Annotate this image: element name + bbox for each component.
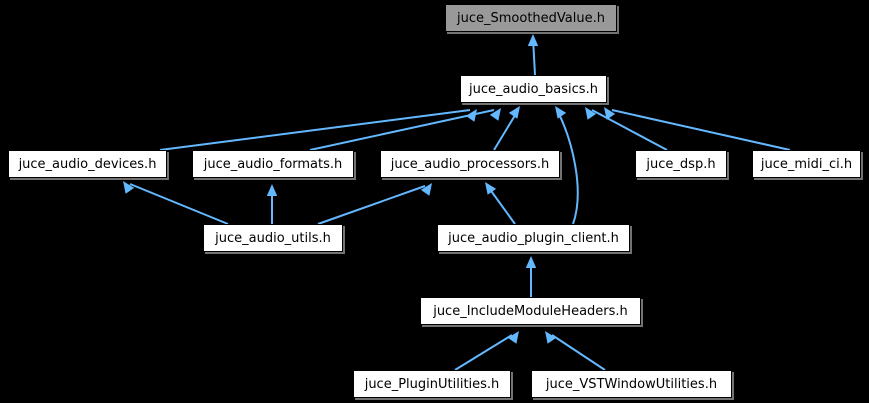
node-label-audio_devices: juce_audio_devices.h xyxy=(18,156,157,172)
edge-midi_ci-to-audio_basics xyxy=(604,107,791,151)
edge-dsp-to-audio_basics xyxy=(585,107,668,151)
node-audio_formats[interactable]: juce_audio_formats.h xyxy=(192,150,354,178)
edge-audio_formats-to-audio_basics xyxy=(309,108,501,151)
node-dsp[interactable]: juce_dsp.h xyxy=(635,150,727,178)
edge-include_module_headers-to-audio_plugin_client xyxy=(525,256,537,297)
node-audio_basics[interactable]: juce_audio_basics.h xyxy=(460,75,607,103)
edge-audio_utils-to-audio_devices xyxy=(123,181,229,225)
node-label-include_module_headers: juce_IncludeModuleHeaders.h xyxy=(433,303,628,319)
edge-audio_devices-to-audio_basics xyxy=(159,109,477,151)
node-label-audio_utils: juce_audio_utils.h xyxy=(215,230,331,246)
edge-audio_utils-to-audio_processors xyxy=(317,183,432,225)
edge-audio_utils-to-audio_formats xyxy=(266,184,278,224)
node-label-plugin_utilities: juce_PluginUtilities.h xyxy=(364,376,500,392)
edge-vst_window_utilities-to-include_module_headers xyxy=(545,331,606,371)
node-label-audio_plugin_client: juce_audio_plugin_client.h xyxy=(448,230,619,246)
edge-audio_plugin_client-to-audio_basics xyxy=(555,106,579,225)
node-vst_window_utilities[interactable]: juce_VSTWindowUtilities.h xyxy=(531,370,732,398)
node-label-audio_basics: juce_audio_basics.h xyxy=(469,81,598,97)
node-include_module_headers[interactable]: juce_IncludeModuleHeaders.h xyxy=(420,297,641,325)
node-audio_utils[interactable]: juce_audio_utils.h xyxy=(203,224,343,252)
node-label-vst_window_utilities: juce_VSTWindowUtilities.h xyxy=(545,376,718,392)
node-plugin_utilities[interactable]: juce_PluginUtilities.h xyxy=(353,370,511,398)
node-audio_devices[interactable]: juce_audio_devices.h xyxy=(8,150,167,178)
node-label-midi_ci: juce_midi_ci.h xyxy=(760,156,853,172)
node-label-audio_formats: juce_audio_formats.h xyxy=(203,156,343,172)
node-midi_ci[interactable]: juce_midi_ci.h xyxy=(752,150,861,178)
edge-audio_processors-to-audio_basics xyxy=(493,106,520,151)
edge-plugin_utilities-to-include_module_headers xyxy=(454,331,519,371)
node-label-audio_processors: juce_audio_processors.h xyxy=(390,156,550,172)
node-smoothedvalue[interactable]: juce_SmoothedValue.h xyxy=(445,4,617,32)
node-audio_plugin_client[interactable]: juce_audio_plugin_client.h xyxy=(437,224,630,252)
edge-audio_plugin_client-to-audio_processors xyxy=(485,182,516,225)
node-label-dsp: juce_dsp.h xyxy=(646,156,716,172)
node-audio_processors[interactable]: juce_audio_processors.h xyxy=(380,150,560,178)
node-label-smoothedvalue: juce_SmoothedValue.h xyxy=(457,10,605,26)
edge-audio_basics-to-smoothedvalue xyxy=(527,34,539,76)
